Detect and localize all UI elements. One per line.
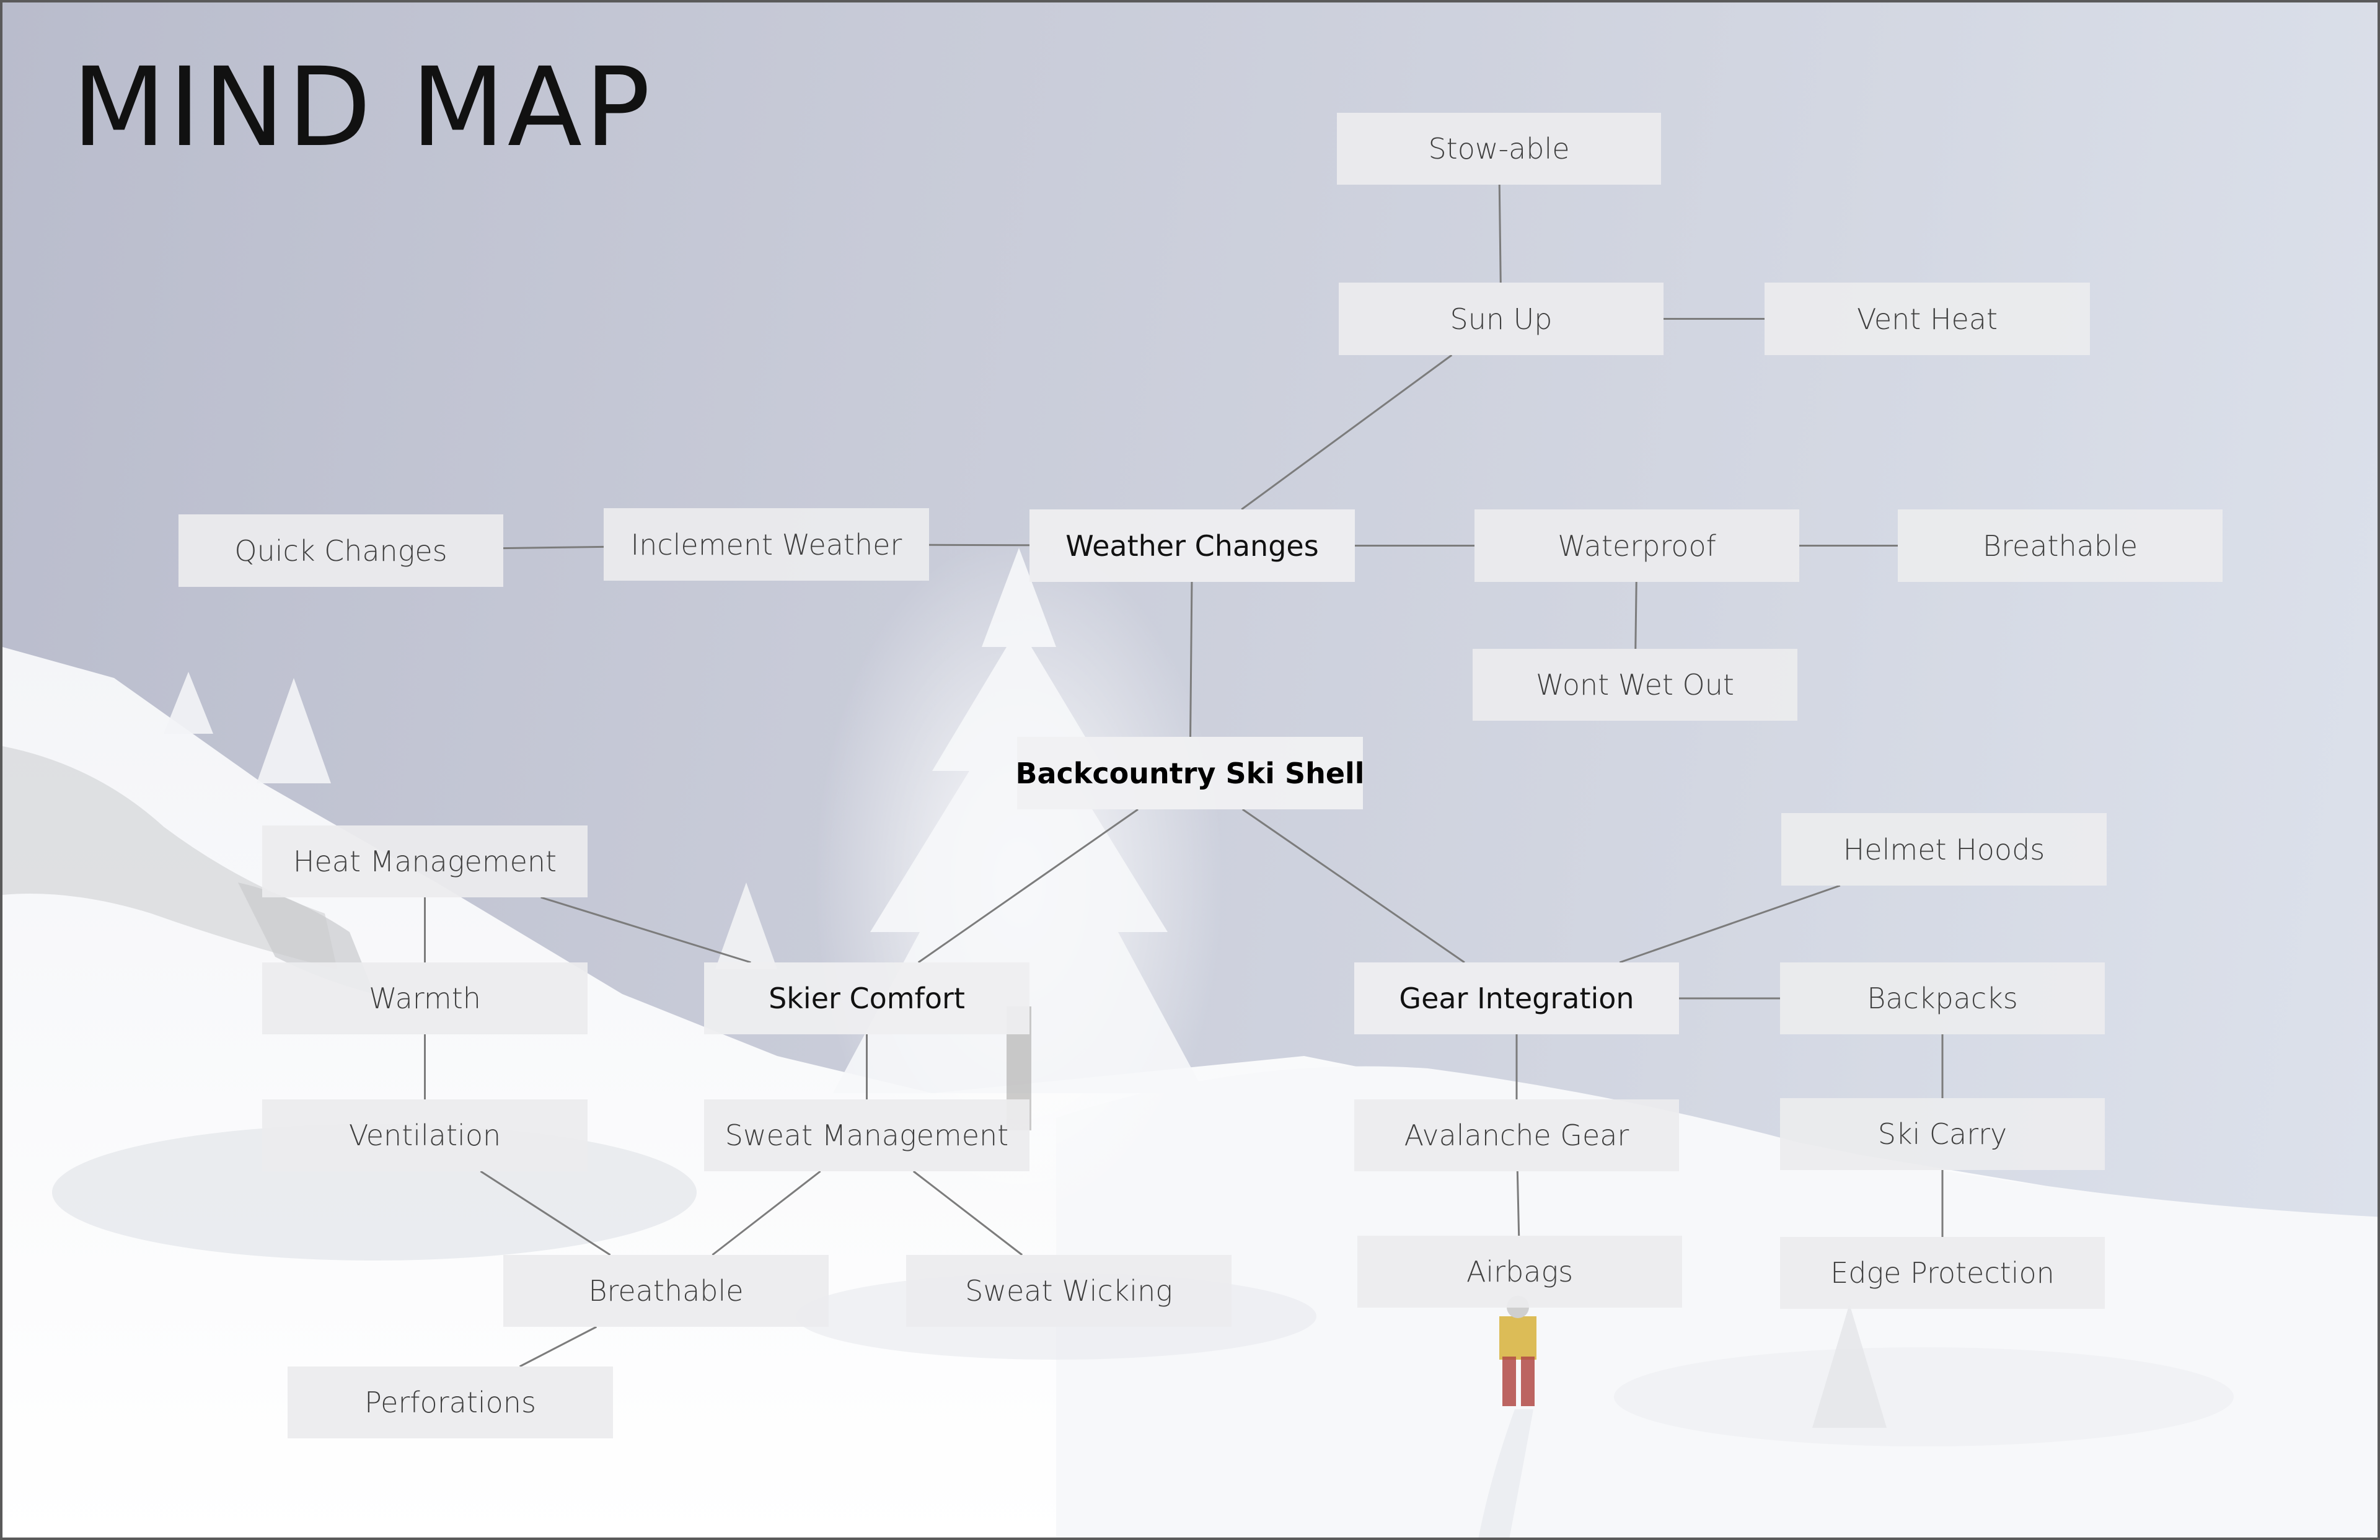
connector-sweat_management-sweat_wicking bbox=[914, 1171, 1022, 1255]
connector-center-gear_integration bbox=[1243, 809, 1465, 962]
node-breathable-top[interactable]: Breathable bbox=[1898, 509, 2223, 582]
node-perforations[interactable]: Perforations bbox=[288, 1366, 613, 1438]
node-backcountry-ski-shell[interactable]: Backcountry Ski Shell bbox=[1017, 737, 1363, 809]
connector-center-weather_changes bbox=[1191, 582, 1192, 737]
node-weather-changes[interactable]: Weather Changes bbox=[1029, 509, 1355, 582]
node-warmth[interactable]: Warmth bbox=[262, 962, 588, 1034]
connector-sun_up-stowable bbox=[1499, 185, 1501, 283]
node-breathable-bottom[interactable]: Breathable bbox=[503, 1255, 829, 1327]
connector-weather_changes-sun_up bbox=[1241, 355, 1452, 509]
connector-center-skier_comfort bbox=[919, 809, 1138, 962]
node-sweat-wicking[interactable]: Sweat Wicking bbox=[906, 1255, 1232, 1327]
connector-breathable_bottom-perforations bbox=[520, 1327, 597, 1366]
node-edge-protection[interactable]: Edge Protection bbox=[1780, 1237, 2105, 1309]
node-heat-management[interactable]: Heat Management bbox=[262, 825, 588, 897]
node-sweat-management[interactable]: Sweat Management bbox=[704, 1099, 1029, 1171]
node-vent-heat[interactable]: Vent Heat bbox=[1765, 283, 2090, 355]
node-gear-integration[interactable]: Gear Integration bbox=[1354, 962, 1679, 1034]
node-backpacks[interactable]: Backpacks bbox=[1780, 962, 2105, 1034]
node-stowable[interactable]: Stow-able bbox=[1337, 113, 1661, 185]
node-sun-up[interactable]: Sun Up bbox=[1339, 283, 1664, 355]
node-waterproof[interactable]: Waterproof bbox=[1474, 509, 1799, 582]
connector-gear_integration-helmet_hoods bbox=[1620, 886, 1840, 962]
node-avalanche-gear[interactable]: Avalanche Gear bbox=[1354, 1099, 1679, 1171]
node-quick-changes[interactable]: Quick Changes bbox=[178, 514, 503, 587]
connector-skier_comfort-heat_management bbox=[541, 897, 751, 962]
connector-inclement_weather-quick_changes bbox=[503, 547, 604, 548]
node-wont-wet-out[interactable]: Wont Wet Out bbox=[1473, 649, 1797, 721]
node-ski-carry[interactable]: Ski Carry bbox=[1780, 1098, 2105, 1170]
connector-avalanche_gear-airbags bbox=[1517, 1171, 1518, 1236]
node-inclement-weather[interactable]: Inclement Weather bbox=[604, 508, 929, 581]
node-skier-comfort[interactable]: Skier Comfort bbox=[704, 962, 1029, 1034]
node-helmet-hoods[interactable]: Helmet Hoods bbox=[1781, 813, 2107, 886]
connector-sweat_management-breathable_bottom bbox=[712, 1171, 820, 1255]
node-airbags[interactable]: Airbags bbox=[1357, 1236, 1682, 1308]
connector-ventilation-breathable_bottom bbox=[480, 1171, 610, 1255]
page-title: MIND MAP bbox=[72, 53, 653, 162]
node-ventilation[interactable]: Ventilation bbox=[262, 1099, 588, 1171]
